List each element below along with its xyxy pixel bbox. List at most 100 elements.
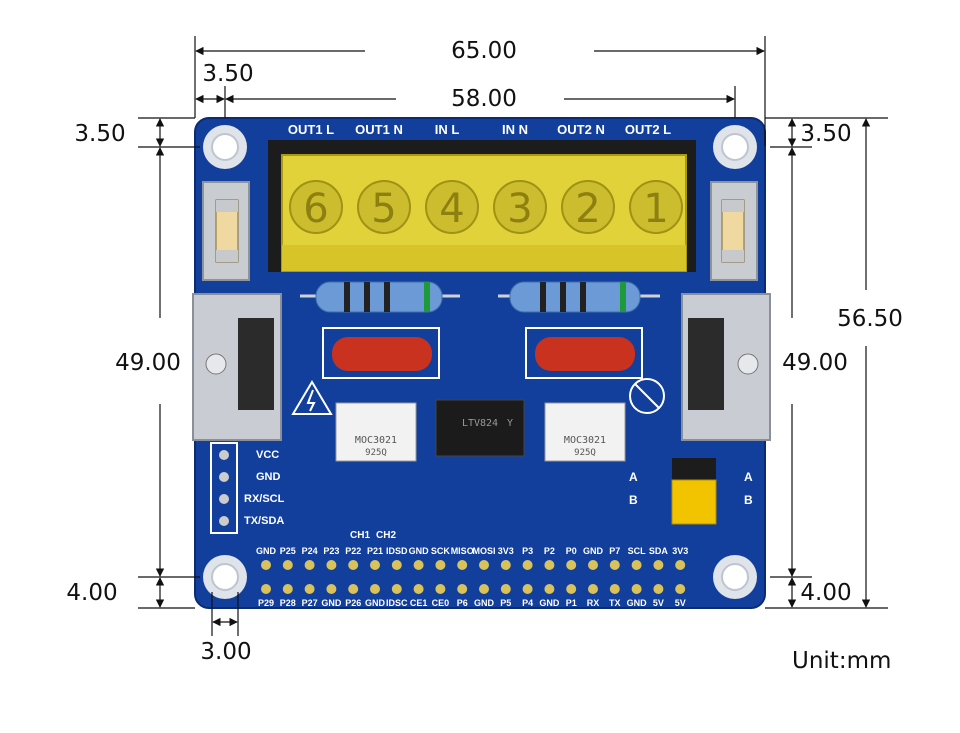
terminal-number: 2 (575, 186, 600, 232)
gpio-label-top: P7 (609, 546, 620, 556)
gpio-pin (348, 584, 359, 594)
channel-label-ch1: CH1 (350, 530, 370, 541)
gpio-pin (675, 560, 686, 570)
gpio-label-top: P21 (367, 546, 383, 556)
gpio-label-top: GND (583, 546, 604, 556)
gpio-pin (326, 584, 337, 594)
mounting-hole-top-left (203, 125, 247, 169)
gpio-pin (653, 560, 664, 570)
terminal-label-in-n: IN N (502, 122, 528, 137)
gpio-pin (631, 560, 642, 570)
gpio-label-bottom: TX (609, 598, 621, 608)
ic-chip-mark: Y (507, 418, 513, 429)
gpio-label-top: P2 (544, 546, 555, 556)
gpio-pin (370, 560, 380, 570)
optocoupler-left-text: MOC3021 (355, 435, 397, 446)
gpio-pin (479, 584, 489, 594)
gpio-pin (261, 584, 271, 594)
gpio-label-bottom: GND (321, 598, 342, 608)
gpio-pin (609, 560, 620, 570)
fuse-right (710, 181, 758, 281)
gpio-label-bottom: IDSC (386, 598, 408, 608)
gpio-pin (653, 584, 664, 594)
dim-hole-offset-y-left: 3.50 (74, 121, 125, 147)
channel-label-ch2: CH2 (376, 530, 396, 541)
gpio-label-bottom: RX (587, 598, 600, 608)
gpio-label-bottom: 5V (675, 598, 686, 608)
gpio-pin (435, 584, 446, 594)
capacitor-left (322, 327, 440, 379)
gpio-pin (544, 560, 555, 570)
terminal-number: 4 (439, 186, 464, 232)
heatsink-left (192, 293, 282, 441)
dim-width-holes: 58.00 (451, 86, 517, 112)
gpio-label-bottom: GND (365, 598, 386, 608)
gpio-pin (500, 560, 511, 570)
gpio-pin (348, 560, 359, 570)
gpio-label-bottom: 5V (653, 598, 664, 608)
gpio-pin (566, 584, 577, 594)
gpio-pin (457, 560, 468, 570)
terminal-label-out2-n: OUT2 N (557, 122, 605, 137)
terminal-screw (493, 180, 547, 234)
gpio-pin (675, 584, 686, 594)
resistor-right (498, 281, 660, 313)
gpio-label-bottom: P4 (522, 598, 533, 608)
gpio-label-top: SCK (431, 546, 451, 556)
dim-bottom-offset-right: 4.00 (800, 580, 851, 606)
jumper-label-a-left: A (629, 470, 638, 484)
terminal-number: 6 (303, 186, 328, 232)
gpio-pin (522, 560, 533, 570)
terminal-screw (629, 180, 683, 234)
terminal-label-in-l: IN L (435, 122, 460, 137)
gpio-pin (326, 560, 337, 570)
dim-height-total: 56.50 (837, 306, 903, 332)
terminal-number: 1 (643, 186, 668, 232)
optocoupler-left (335, 402, 417, 462)
gpio-pin (413, 560, 424, 570)
terminal-number: 3 (507, 186, 532, 232)
dim-width-total: 65.00 (451, 38, 517, 64)
gpio-label-bottom: GND (627, 598, 648, 608)
gpio-pin (413, 584, 424, 594)
terminal-label-out1-n: OUT1 N (355, 122, 403, 137)
gpio-pin (500, 584, 511, 594)
gpio-pin (588, 560, 598, 570)
gpio-label-bottom: CE0 (432, 598, 450, 608)
gpio-label-top: MOSI (472, 546, 495, 556)
terminal-label-out1-l: OUT1 L (288, 122, 334, 137)
uart-label-rx-scl: RX/SCL (244, 493, 285, 505)
gpio-pin (370, 584, 380, 594)
gpio-label-top: SDA (649, 546, 669, 556)
gpio-pin (304, 584, 315, 594)
ic-chip (435, 399, 525, 457)
capacitor-right (525, 327, 643, 379)
high-voltage-warning-icon (291, 380, 333, 415)
uart-header (210, 442, 238, 534)
gpio-label-top: MISO (451, 546, 474, 556)
gpio-label-bottom: P5 (500, 598, 511, 608)
mounting-hole-bottom-left (203, 555, 247, 599)
gpio-pin (522, 584, 533, 594)
jumper-block[interactable] (671, 458, 717, 525)
dim-bottom-offset-left: 4.00 (66, 580, 117, 606)
gpio-label-bottom: P26 (345, 598, 361, 608)
jumper-label-a-right: A (744, 470, 753, 484)
resistor-left (300, 281, 460, 313)
terminal-screw (561, 180, 615, 234)
dim-hole-offset-x: 3.50 (202, 61, 253, 87)
no-touch-icon (629, 378, 665, 414)
optocoupler-right (544, 402, 626, 462)
gpio-pin (304, 560, 315, 570)
gpio-label-bottom: P6 (457, 598, 468, 608)
gpio-pin (566, 560, 577, 570)
dim-height-holes-right: 49.00 (782, 350, 848, 376)
gpio-pin (261, 560, 271, 570)
gpio-pin (588, 584, 598, 594)
gpio-label-top: 3V3 (498, 546, 514, 556)
gpio-label-bottom: CE1 (410, 598, 428, 608)
gpio-label-top: P24 (302, 546, 318, 556)
gpio-label-top: SCL (628, 546, 647, 556)
uart-label-tx-sda: TX/SDA (244, 515, 284, 527)
gpio-pin (435, 560, 446, 570)
